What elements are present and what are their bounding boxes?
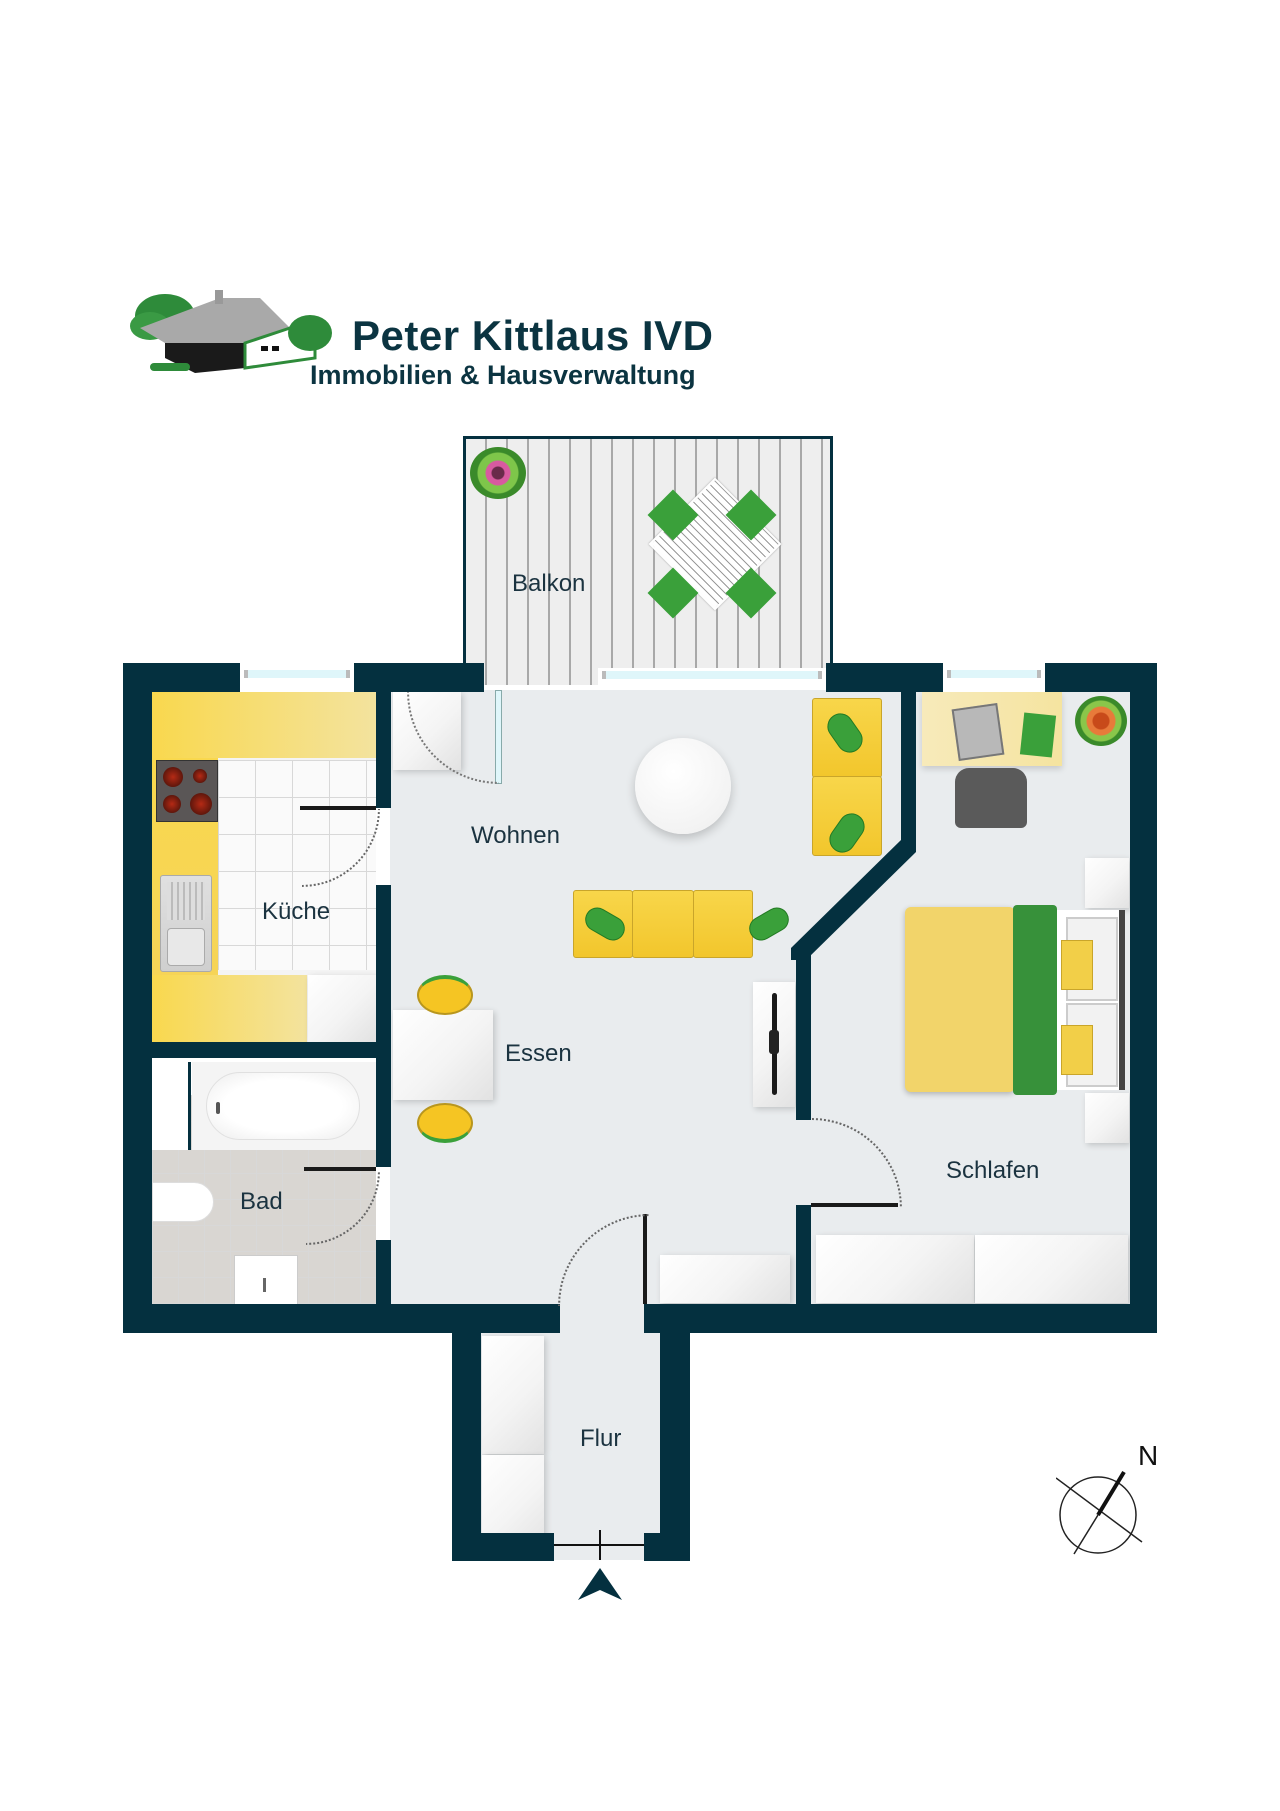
stove-icon (156, 760, 218, 822)
round-table (635, 738, 731, 834)
tv-stand (769, 1030, 779, 1054)
company-logo: Peter Kittlaus IVD Immobilien & Hausverw… (125, 288, 725, 398)
plant-icon (470, 447, 526, 499)
balcony-door-window (598, 668, 826, 690)
fridge (308, 975, 376, 1042)
compass-icon (1056, 1470, 1143, 1555)
office-chair-icon (955, 768, 1027, 828)
bath-shelf (152, 1062, 191, 1150)
room-label-bad: Bad (240, 1188, 283, 1215)
room-label-flur: Flur (580, 1425, 622, 1452)
wall (376, 663, 391, 808)
wall (826, 663, 943, 692)
room-label-balkon: Balkon (512, 570, 586, 597)
wall (376, 885, 391, 1167)
sofa-seat (693, 890, 753, 958)
wall (796, 1205, 811, 1315)
bath-door[interactable] (304, 1167, 376, 1171)
kitchen-door[interactable] (300, 806, 376, 810)
sink-icon (160, 875, 212, 972)
nightstand (1085, 1093, 1129, 1143)
nightstand (1085, 858, 1129, 908)
laptop-icon (951, 703, 1005, 761)
sofa-seat (632, 890, 694, 958)
wall (660, 1330, 690, 1561)
wall (123, 663, 152, 1333)
room-label-kueche: Küche (262, 898, 331, 925)
wall (644, 1533, 690, 1561)
kitchen-counter-top (152, 692, 376, 758)
washbasin-icon (234, 1255, 298, 1305)
dining-table (393, 1010, 493, 1100)
compass: N (1056, 1440, 1166, 1560)
dining-chair (417, 1103, 473, 1143)
diagonal-wall (791, 840, 916, 960)
wall (354, 663, 484, 692)
bed (905, 905, 1125, 1095)
wardrobe (975, 1235, 1128, 1303)
notebook-icon (1019, 712, 1057, 758)
bedroom-window (943, 663, 1045, 692)
entrance-tick (599, 1530, 601, 1560)
plant-icon (1075, 696, 1127, 746)
room-label-schlafen: Schlafen (946, 1157, 1040, 1184)
wall (123, 1304, 560, 1333)
wall (152, 1042, 376, 1058)
bathtub-icon (192, 1062, 376, 1150)
wardrobe (816, 1235, 974, 1303)
north-label: N (1138, 1440, 1159, 1471)
loveseat-seat (812, 698, 882, 778)
logo-subtitle: Immobilien & Hausverwaltung (310, 360, 696, 390)
house-logo-icon (130, 290, 332, 373)
wall (901, 663, 916, 849)
wall (452, 1330, 481, 1561)
toilet-icon (152, 1182, 214, 1222)
wall (1130, 663, 1157, 1333)
logo-title: Peter Kittlaus IVD (352, 312, 714, 359)
dining-chair (417, 975, 473, 1015)
wardrobe (482, 1336, 544, 1454)
wall (796, 955, 811, 1120)
wall (452, 1533, 554, 1561)
hall-cabinet (660, 1255, 790, 1303)
room-label-essen: Essen (505, 1040, 572, 1067)
room-label-wohnen: Wohnen (471, 822, 560, 849)
kitchen-window (240, 663, 354, 692)
entrance-arrow-icon (578, 1568, 622, 1600)
wall (644, 1304, 1157, 1333)
kitchen-counter-bottom (152, 975, 307, 1042)
wall (376, 1240, 391, 1320)
